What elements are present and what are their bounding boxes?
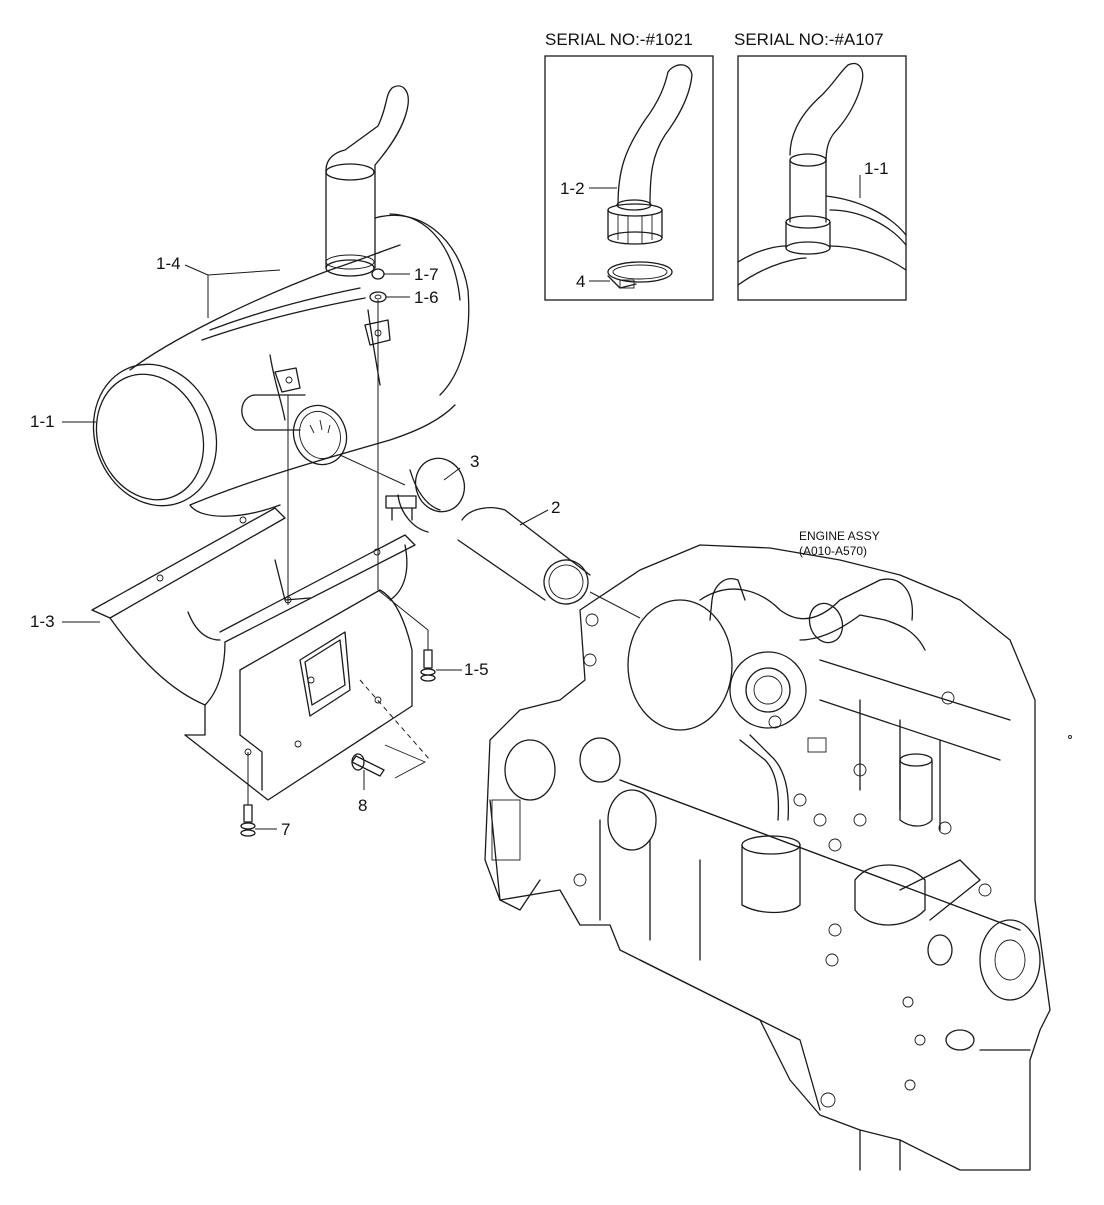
- callout-1-4: 1-4: [156, 254, 181, 273]
- callout-3: 3: [470, 452, 480, 471]
- engine-assy: [484, 544, 1072, 1171]
- callout-8: 8: [358, 796, 368, 815]
- clamp-and-pipe: [339, 454, 641, 619]
- inset-header-right: SERIAL NO:-#A107: [734, 30, 884, 49]
- inset-serial-a107: [737, 55, 907, 301]
- callout-1-6: 1-6: [414, 288, 439, 307]
- callout-1-1: 1-1: [30, 412, 55, 431]
- callout-1-5: 1-5: [464, 660, 489, 679]
- callout-7: 7: [281, 820, 291, 839]
- inset-serial-1021: [544, 55, 714, 301]
- muffler-assembly: [92, 85, 470, 605]
- inset-callout-1-2: 1-2: [560, 179, 585, 198]
- inset-callout-4: 4: [576, 272, 586, 291]
- inset-header-left: SERIAL NO:-#1021: [545, 30, 693, 49]
- bolts: [240, 589, 436, 837]
- inset-callout-1-1: 1-1: [864, 159, 889, 178]
- engine-label-line1: ENGINE ASSY: [799, 529, 880, 543]
- engine-label-line2: (A010-A570): [799, 544, 868, 558]
- heat-shield: [91, 507, 431, 801]
- callout-2: 2: [551, 498, 561, 517]
- callout-1-7: 1-7: [414, 265, 439, 284]
- callout-leaders: [62, 264, 549, 830]
- callout-1-3: 1-3: [30, 612, 55, 631]
